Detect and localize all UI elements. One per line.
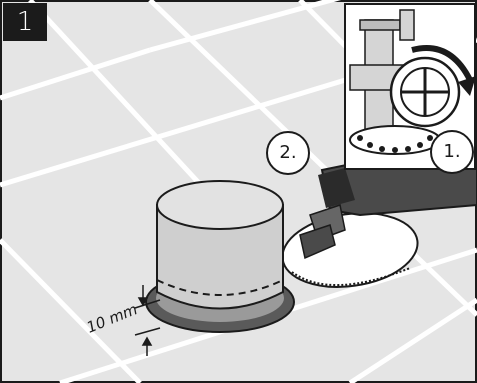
inset-detail	[344, 3, 476, 170]
rotate-arrow-icon	[411, 45, 473, 82]
pipe	[156, 180, 284, 310]
callout-step-2: 2.	[266, 131, 310, 175]
callout-step-1: 1.	[430, 130, 474, 174]
dimension-indicator	[134, 285, 161, 356]
step-number-badge: 1	[3, 3, 47, 41]
cut-line-dashed	[156, 279, 284, 296]
saw-blade-teeth	[291, 267, 411, 286]
rotate-arrow-head-icon	[458, 76, 476, 96]
